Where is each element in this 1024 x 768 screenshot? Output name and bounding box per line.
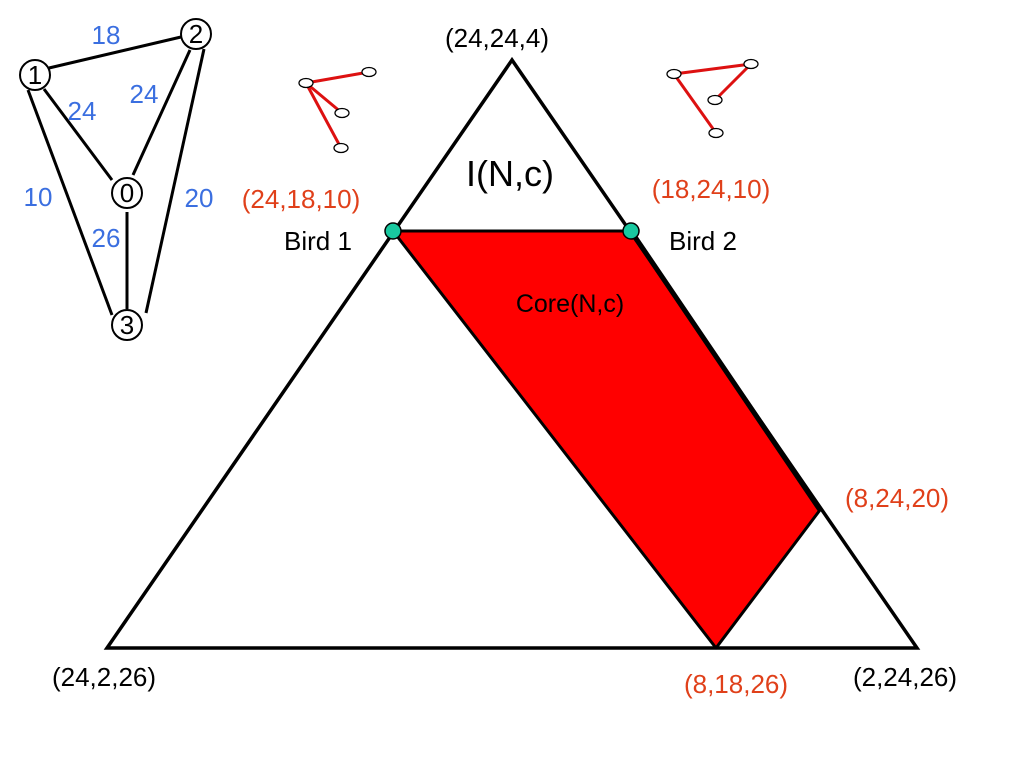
graph-node-0 — [111, 177, 143, 209]
graph-node-1 — [19, 59, 51, 91]
weight-1-2: 18 — [92, 20, 121, 50]
bird-1-label: Bird 1 — [284, 226, 352, 256]
network-graph: 1 2 0 3 18 24 24 10 20 26 — [19, 18, 214, 341]
spanning-tree-icon — [298, 66, 377, 154]
core-edge-right — [628, 229, 823, 512]
edge-1-0 — [42, 88, 114, 181]
weight-0-3: 26 — [92, 223, 121, 253]
imputation-label: I(N,c) — [466, 153, 554, 194]
core-vertex-3-label: (8,24,20) — [845, 483, 949, 513]
edge-2-0 — [131, 49, 192, 176]
vertex-top-label: (24,24,4) — [445, 23, 549, 53]
weight-2-3: 20 — [185, 183, 214, 213]
node-label-2: 2 — [189, 19, 203, 49]
edge-1-2 — [48, 35, 182, 70]
core-vertex-4-label: (8,18,26) — [684, 669, 788, 699]
weight-1-0: 24 — [68, 96, 97, 126]
core-vertex-2-label: (18,24,10) — [652, 174, 771, 204]
graph-node-2 — [180, 18, 212, 50]
bird-2-point — [622, 222, 640, 240]
node-label-1: 1 — [28, 60, 42, 90]
weight-2-0: 24 — [130, 79, 159, 109]
spanning-tree-icon — [666, 58, 759, 139]
core-label: Core(N,c) — [516, 290, 624, 318]
weight-1-3: 10 — [24, 182, 53, 212]
node-label-0: 0 — [120, 178, 134, 208]
bird-1-point — [384, 222, 402, 240]
graph-node-3 — [111, 309, 143, 341]
node-label-3: 3 — [120, 310, 134, 340]
edge-1-3 — [26, 89, 114, 316]
bird-2-label: Bird 2 — [669, 226, 737, 256]
vertex-bottom-right-label: (2,24,26) — [853, 662, 957, 692]
edge-2-3 — [144, 48, 206, 314]
vertex-bottom-left-label: (24,2,26) — [52, 662, 156, 692]
core-vertex-1-label: (24,18,10) — [242, 184, 361, 214]
